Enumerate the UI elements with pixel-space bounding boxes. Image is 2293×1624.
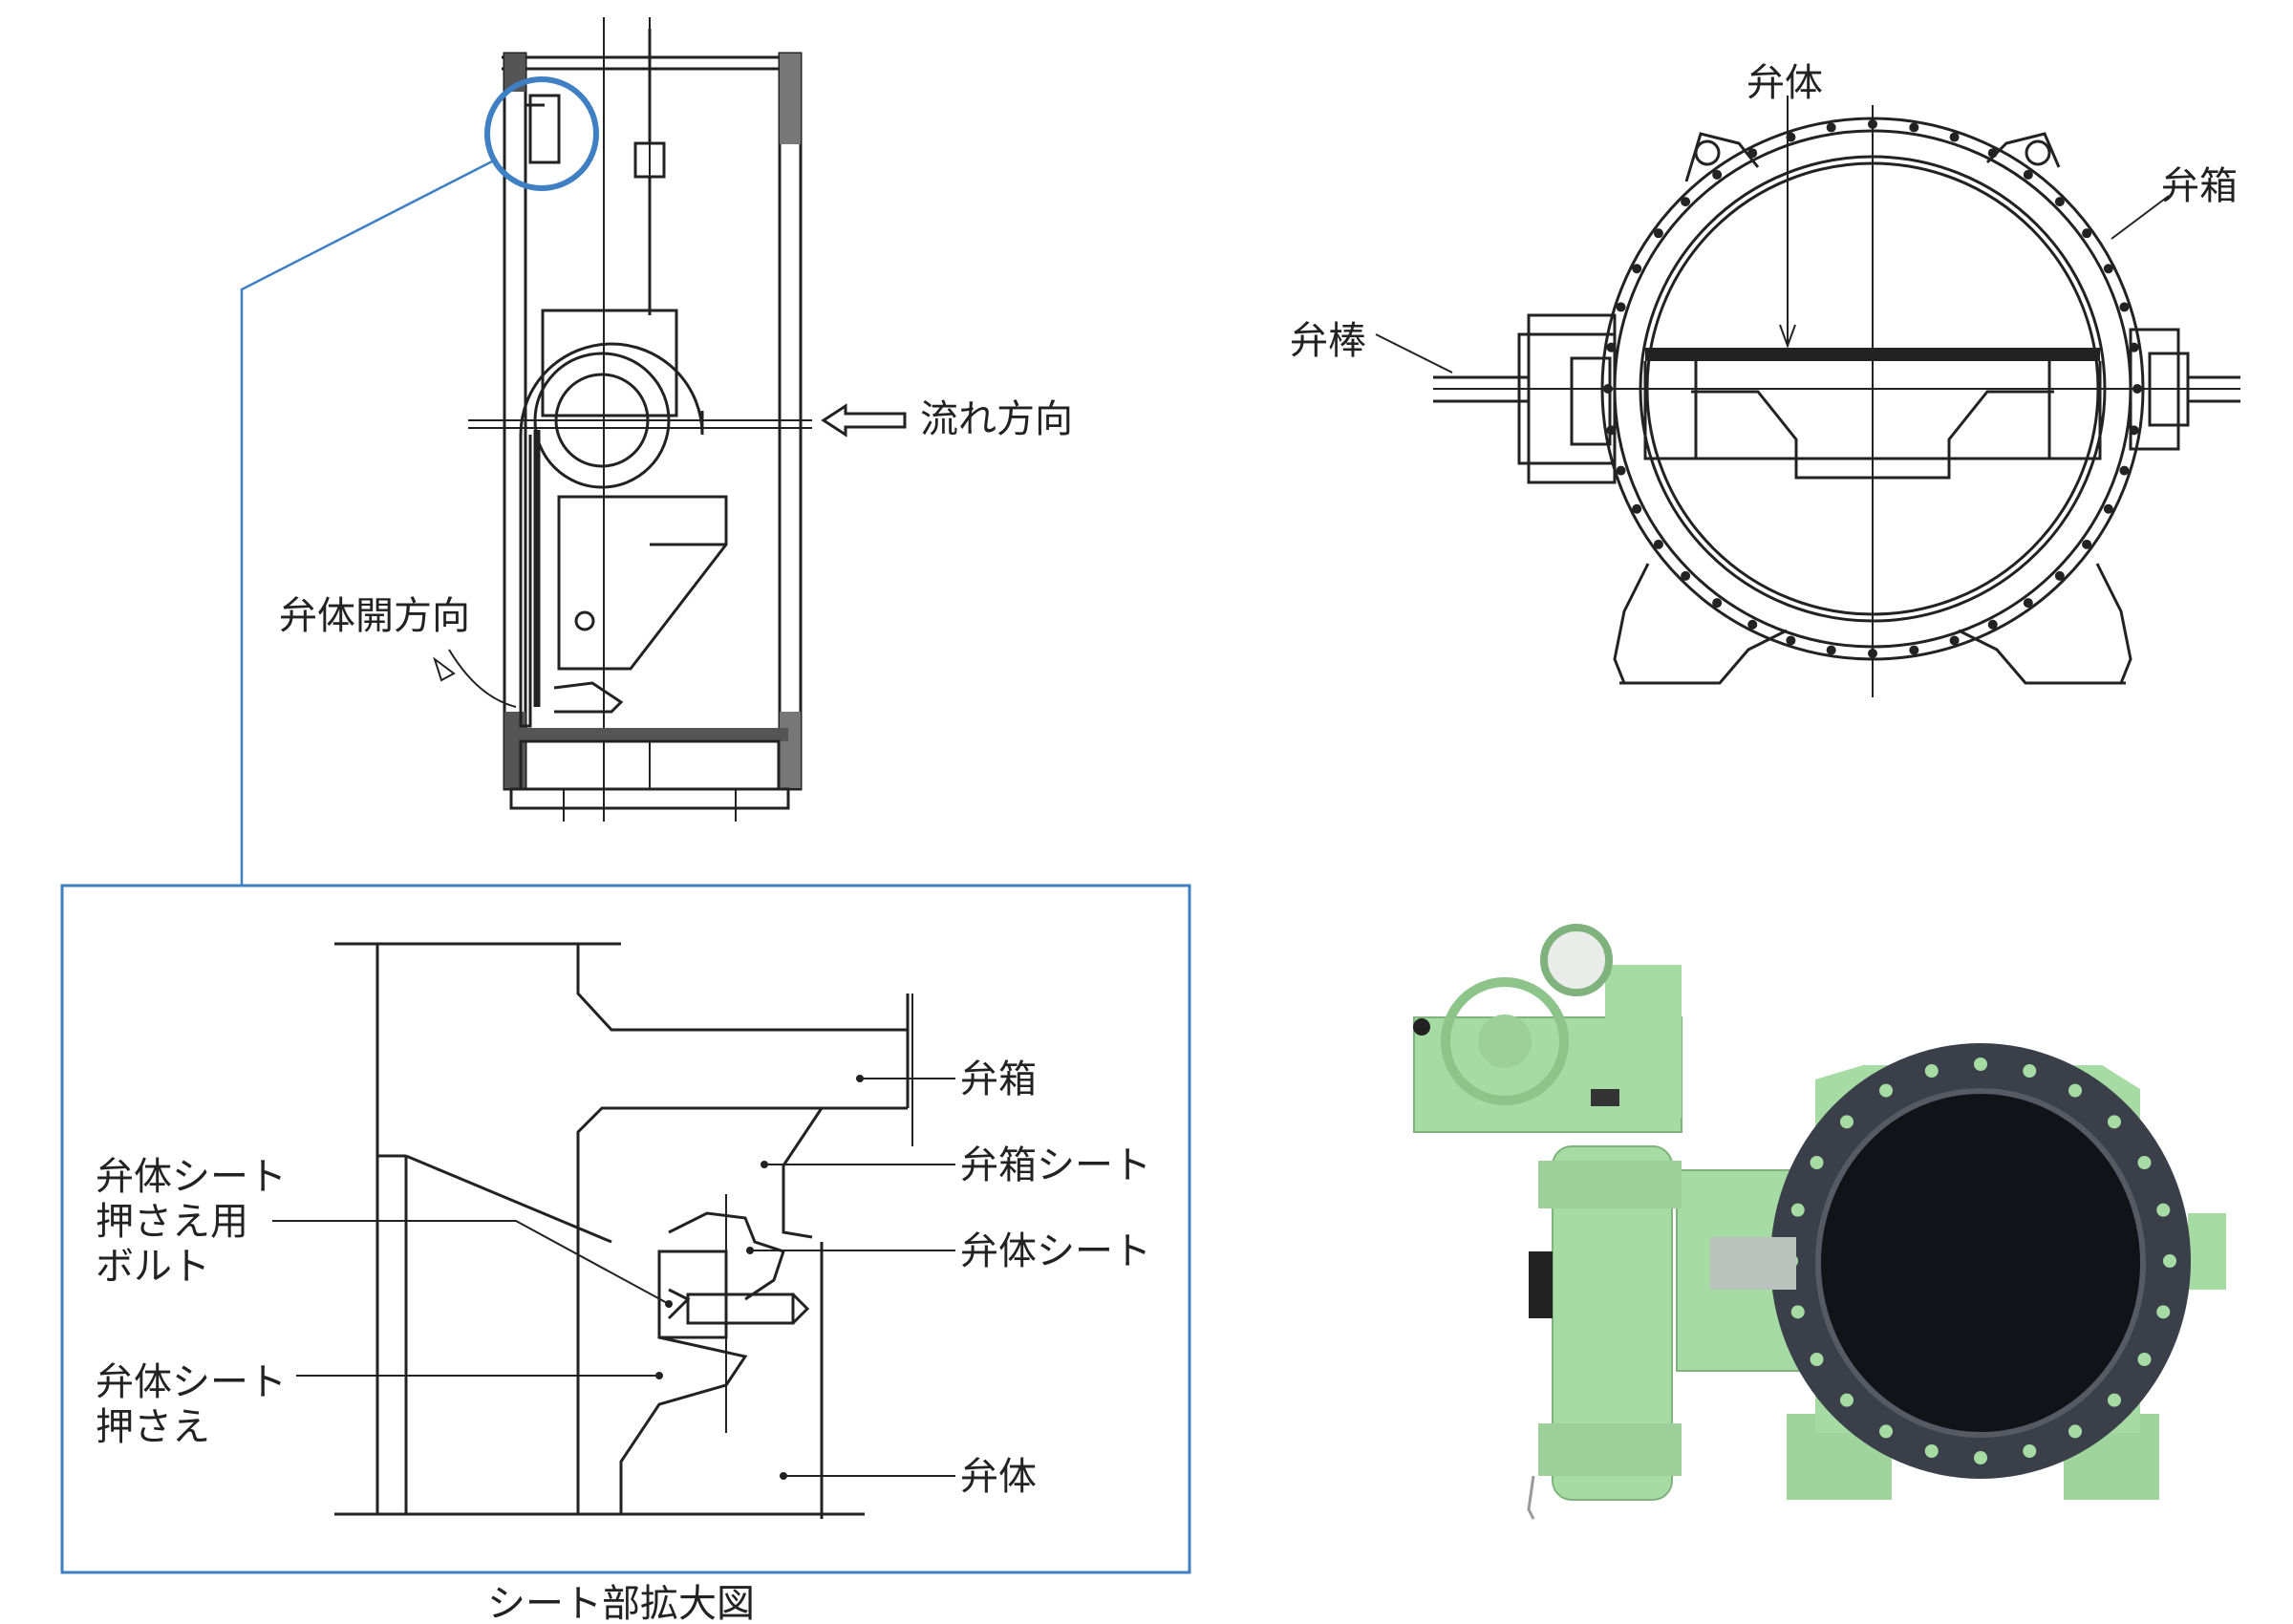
flange-bolt (1826, 645, 1836, 655)
flange-bolt (1681, 197, 1691, 207)
flange-hole (2156, 1203, 2171, 1217)
side-view-drawing (468, 17, 812, 822)
flange-bolt (1949, 132, 1960, 142)
flange-hole (1974, 1451, 1987, 1464)
flange-bolt (1987, 619, 1998, 630)
flange-bolt (2082, 228, 2092, 239)
flange-hole (1924, 1064, 1939, 1079)
flange-hole (1790, 1305, 1805, 1319)
front-label-body: 弁箱 (2161, 164, 2238, 208)
flange-hole (2163, 1254, 2176, 1268)
flange-bolt (1712, 169, 1723, 180)
bolt-label-line3: ボルト (96, 1245, 210, 1289)
front-view-drawing (1433, 105, 2240, 697)
bolt-label-line1: 弁体シート (96, 1155, 287, 1199)
detail-label-body-seat: 弁箱シート (960, 1143, 1151, 1187)
callout-leader-line (240, 159, 495, 886)
retainer-label-line2: 押さえ (96, 1405, 210, 1449)
flange-bolt (1616, 465, 1626, 476)
flange-hole (2137, 1353, 2152, 1366)
flange-hole (1839, 1115, 1854, 1129)
flange-bolt (1747, 619, 1758, 630)
flange-bolt (2103, 503, 2113, 514)
valve-photo (1413, 924, 2226, 1520)
seat-callout-circle (484, 76, 599, 191)
flange-bolt (1826, 122, 1836, 133)
flange-bolt (1616, 302, 1626, 312)
flange-bolt (2132, 384, 2142, 394)
front-label-stem: 弁棒 (1290, 319, 1366, 363)
flange-bolt (1786, 635, 1796, 646)
flow-direction-arrow (821, 403, 907, 438)
flange-hole (1839, 1393, 1854, 1407)
flange-bolt (1909, 645, 1919, 655)
flange-bolt (1681, 570, 1691, 581)
flange-bolt (1868, 649, 1877, 658)
flange-bolt (1632, 264, 1642, 274)
flange-hole (2023, 1443, 2037, 1458)
flange-hole (1879, 1083, 1893, 1098)
bolt-label-line2: 押さえ用 (96, 1200, 248, 1244)
seat-detail-caption: シート部拡大図 (487, 1582, 755, 1624)
flange-hole (1974, 1058, 1987, 1071)
flange-bolt (1868, 119, 1877, 129)
flange-bolt (1949, 635, 1960, 646)
stem-leader (1375, 333, 1453, 374)
flange-hole (2156, 1305, 2171, 1319)
flange-bolt (1909, 122, 1919, 133)
disc-leader-arrowhead (1779, 324, 1796, 349)
detail-label-disc: 弁体 (960, 1455, 1037, 1499)
flange-bolt (1653, 228, 1663, 239)
seat-detail-frame (60, 884, 1191, 1574)
flange-hole (2137, 1156, 2152, 1169)
flange-bolt (1653, 539, 1663, 549)
flange-hole (1879, 1424, 1893, 1439)
flange-hole (1790, 1203, 1805, 1217)
disc-open-direction-label: 弁体開方向 (279, 594, 470, 638)
detail-label-disc-seat: 弁体シート (960, 1229, 1151, 1273)
flange-bolt (2054, 197, 2065, 207)
flange-bolt (2082, 539, 2092, 549)
flange-hole (2108, 1393, 2122, 1407)
seat-detail-drawing (334, 942, 913, 1519)
body-leader (2111, 195, 2170, 240)
flow-direction-label: 流れ方向 (920, 397, 1073, 441)
detail-label-body: 弁箱 (960, 1058, 1037, 1101)
flange-hole (2023, 1064, 2037, 1079)
flange-bolt (2119, 302, 2130, 312)
flange-hole (1924, 1443, 1939, 1458)
front-label-disc: 弁体 (1747, 61, 1823, 105)
flange-bolt (2023, 598, 2033, 609)
flange-hole (2108, 1115, 2122, 1129)
flange-bolt (1632, 503, 1642, 514)
flange-bolt (2103, 264, 2113, 274)
flange-hole (2068, 1083, 2082, 1098)
open-direction-arrowhead (433, 656, 456, 682)
flange-hole (1810, 1353, 1824, 1366)
flange-bolt (2119, 465, 2130, 476)
flange-hole (1810, 1156, 1824, 1169)
open-direction-arrow (448, 649, 517, 708)
flange-bolt (2054, 570, 2065, 581)
retainer-label-line1: 弁体シート (96, 1360, 287, 1404)
flange-hole (2068, 1424, 2082, 1439)
flange-bolt (2023, 169, 2033, 180)
seat-detail-leaders (272, 1075, 955, 1480)
flange-bolt (1712, 598, 1723, 609)
